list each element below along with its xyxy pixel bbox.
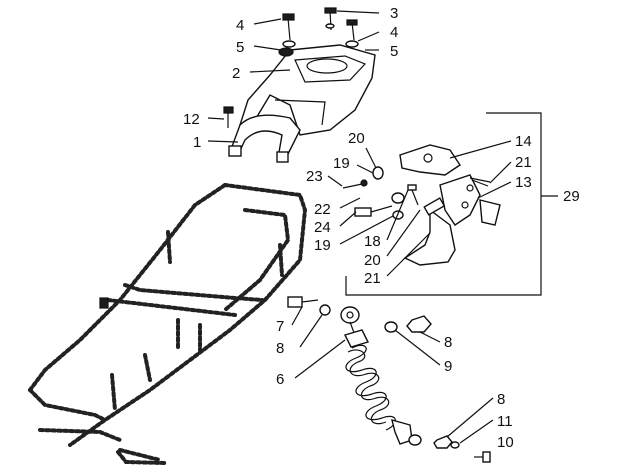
callout-5: 5 [236, 39, 244, 56]
callout-6: 6 [276, 371, 284, 388]
rack-icon [228, 44, 376, 163]
callout-4: 4 [390, 24, 398, 41]
frame-icon [28, 183, 308, 465]
callout-29: 29 [563, 188, 580, 205]
callout-10: 10 [497, 434, 514, 451]
washer-icon [278, 23, 359, 57]
bolt-icon [342, 166, 419, 220]
callout-8: 8 [276, 340, 284, 357]
callout-22: 22 [314, 201, 331, 218]
callout-8: 8 [497, 391, 505, 408]
leader-lines [207, 10, 512, 444]
callout-4: 4 [236, 17, 244, 34]
callout-7: 7 [276, 318, 284, 335]
callout-2: 2 [232, 65, 240, 82]
callout-1: 1 [193, 134, 201, 151]
callout-23: 23 [306, 168, 323, 185]
nut-icon [319, 304, 460, 449]
callout-8: 8 [444, 334, 452, 351]
callout-11: 11 [497, 413, 513, 430]
callout-labels: 4 5 3 4 5 2 12 1 20 19 23 22 24 19 18 20… [183, 5, 580, 451]
callout-24: 24 [314, 219, 331, 236]
callout-19: 19 [333, 155, 350, 172]
callout-19: 19 [314, 237, 331, 254]
callout-5: 5 [390, 43, 398, 60]
callout-12: 12 [183, 111, 200, 128]
callout-3: 3 [390, 5, 398, 22]
callout-20: 20 [348, 130, 365, 147]
callout-18: 18 [364, 233, 381, 250]
callout-21: 21 [364, 270, 381, 287]
callout-13: 13 [515, 174, 532, 191]
bolt-icon [223, 7, 358, 128]
callout-14: 14 [515, 133, 532, 150]
stand-icon [399, 144, 501, 266]
callout-21: 21 [515, 154, 532, 171]
bolt-icon [287, 296, 491, 463]
spring-shock-icon [340, 306, 422, 446]
group-bracket [345, 112, 558, 296]
callout-20: 20 [364, 252, 381, 269]
callout-9: 9 [444, 358, 452, 375]
